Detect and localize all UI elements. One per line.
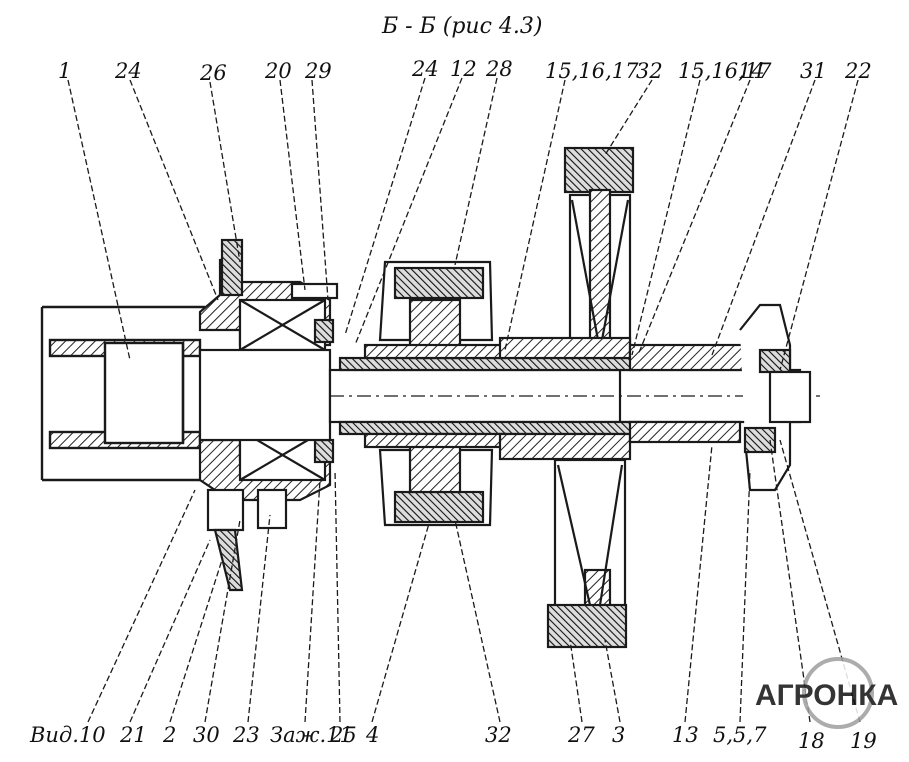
left-housing: [40, 305, 205, 482]
sprocket-small: [363, 260, 507, 527]
mounting-bolt: [206, 488, 288, 592]
callout-bottom-14: 18: [798, 729, 825, 753]
callout-top-11: 15,16,17: [678, 59, 772, 83]
watermark-text: АГРОНКА: [755, 679, 898, 712]
callout-top-8: 28: [485, 57, 513, 81]
callout-top-1: 1: [58, 59, 71, 83]
callout-bottom-5: 23: [232, 723, 260, 747]
callout-bottom-6: Заж.11: [270, 723, 353, 747]
callout-top-6: 24: [411, 57, 439, 81]
callout-bottom-8: 4: [365, 723, 379, 747]
callouts-bottom: Вид.10 21 2 30 23 Заж.11 25 4 32 27 3 13…: [29, 723, 877, 753]
callout-bottom-2: 21: [119, 723, 147, 747]
callout-top-13: 31: [800, 59, 827, 83]
callout-top-12: 14: [738, 59, 765, 83]
pulley-large: [498, 146, 635, 649]
callout-top-5: 29: [304, 59, 332, 83]
callout-bottom-15: 19: [850, 729, 877, 753]
callout-top-3: 26: [199, 61, 227, 85]
bearing-housing: [198, 238, 339, 502]
callouts-top: 1 24 26 20 29 24 12 28 15,16,17 32 15,16…: [58, 57, 872, 85]
callout-top-10: 32: [636, 59, 663, 83]
callout-top-14: 22: [844, 59, 872, 83]
callout-bottom-4: 30: [193, 723, 220, 747]
callout-bottom-7: 25: [329, 723, 357, 747]
callout-top-9: 15,16,17: [545, 59, 639, 83]
callout-bottom-13: 5,5,7: [713, 723, 767, 747]
callout-top-7: 12: [450, 57, 477, 81]
right-hub: [628, 303, 812, 492]
callout-bottom-1: Вид.10: [29, 723, 106, 747]
callout-bottom-9: 32: [485, 723, 512, 747]
callout-top-4: 20: [264, 59, 292, 83]
callout-bottom-11: 3: [612, 723, 625, 747]
main-shaft: [198, 348, 820, 442]
callout-bottom-10: 27: [567, 723, 595, 747]
leader-lines: [67, 77, 861, 723]
callout-bottom-3: 2: [162, 723, 176, 747]
callout-bottom-12: 13: [672, 723, 699, 747]
agronka-logo: АГРОНКА: [755, 657, 898, 729]
callout-top-2: 24: [114, 59, 142, 83]
drawing-title: Б - Б (рис 4.3): [381, 14, 542, 39]
